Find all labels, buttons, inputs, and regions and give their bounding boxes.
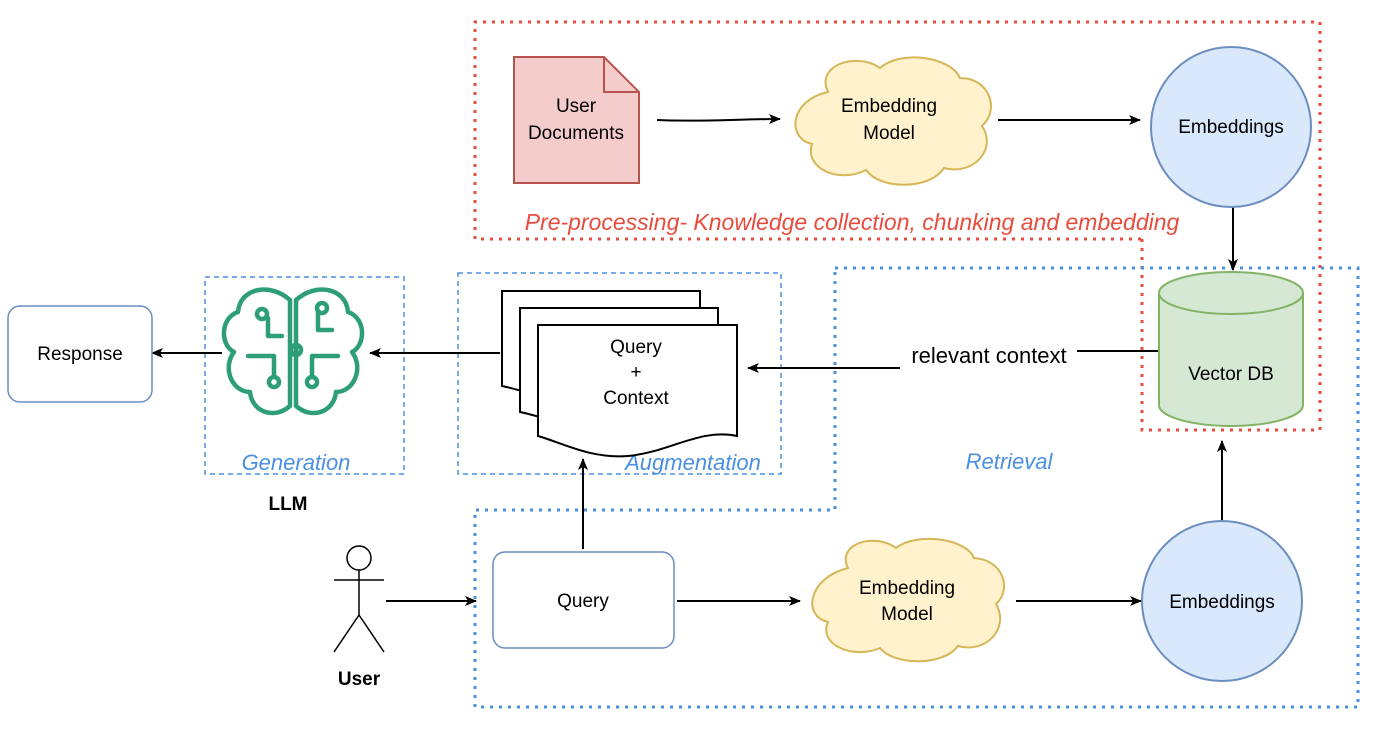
retrieval-region: Retrieval [473, 266, 1360, 709]
preprocessing-border [473, 20, 1322, 432]
embedding-model-bottom-label-line2: Model [881, 604, 933, 625]
embedding-model-bottom-node: Embedding Model [811, 537, 1005, 663]
embeddings-bottom-node: Embeddings [1141, 520, 1303, 682]
query-context-label-line3: Context [603, 388, 669, 409]
generation-border [204, 276, 405, 475]
user-documents-node: User Documents [513, 56, 640, 184]
document-shape [513, 56, 640, 184]
user-label: User [338, 669, 381, 690]
preprocessing-region: Pre-processing- Knowledge collection, ch… [473, 20, 1322, 432]
brain-circuit-icon [221, 287, 365, 416]
user-documents-label-line2: Documents [528, 123, 624, 144]
response-label: Response [37, 344, 123, 365]
relevant-context-label: relevant context [911, 343, 1066, 368]
response-node: Response [7, 305, 153, 403]
query-label: Query [557, 591, 609, 612]
augmentation-border [457, 272, 782, 475]
query-context-node: Query + Context [501, 290, 738, 458]
vector-db-node: Vector DB [1158, 271, 1304, 427]
response-box [7, 305, 153, 403]
llm-node: LLM [221, 287, 365, 515]
query-context-label-line2: + [630, 362, 641, 383]
generation-caption: Generation [242, 450, 351, 475]
cylinder-top [1158, 271, 1304, 315]
retrieval-caption: Retrieval [966, 449, 1054, 474]
preprocessing-caption: Pre-processing- Knowledge collection, ch… [525, 209, 1180, 235]
user-documents-label-line1: User [556, 96, 597, 117]
embeddings-top-circle [1150, 46, 1312, 208]
user-node: User [333, 545, 385, 690]
query-context-label-line1: Query [610, 337, 662, 358]
cloud-shape [794, 56, 992, 186]
query-box [492, 551, 675, 649]
edges [151, 114, 1238, 606]
edge-documents-to-embedding-model [656, 114, 781, 125]
llm-label: LLM [268, 494, 307, 515]
embeddings-bottom-label: Embeddings [1169, 592, 1275, 613]
stacked-doc-front [537, 324, 738, 458]
retrieval-border [473, 266, 1360, 709]
embedding-model-bottom-label-line1: Embedding [859, 578, 955, 599]
embedding-model-top-label-line1: Embedding [841, 96, 937, 117]
cloud-shape-bottom [811, 537, 1005, 663]
embeddings-bottom-circle [1141, 520, 1303, 682]
embeddings-top-node: Embeddings [1150, 46, 1312, 208]
augmentation-region: Augmentation [457, 272, 782, 475]
embedding-model-top-label-line2: Model [863, 123, 915, 144]
query-node: Query [492, 551, 675, 649]
embeddings-top-label: Embeddings [1178, 117, 1284, 138]
generation-region: Generation [204, 276, 405, 475]
document-fold [603, 57, 639, 93]
stick-figure-icon [333, 545, 385, 653]
vector-db-label: Vector DB [1188, 364, 1274, 385]
augmentation-caption: Augmentation [623, 450, 761, 475]
cylinder-body [1158, 293, 1304, 427]
embedding-model-top-node: Embedding Model [794, 56, 992, 186]
